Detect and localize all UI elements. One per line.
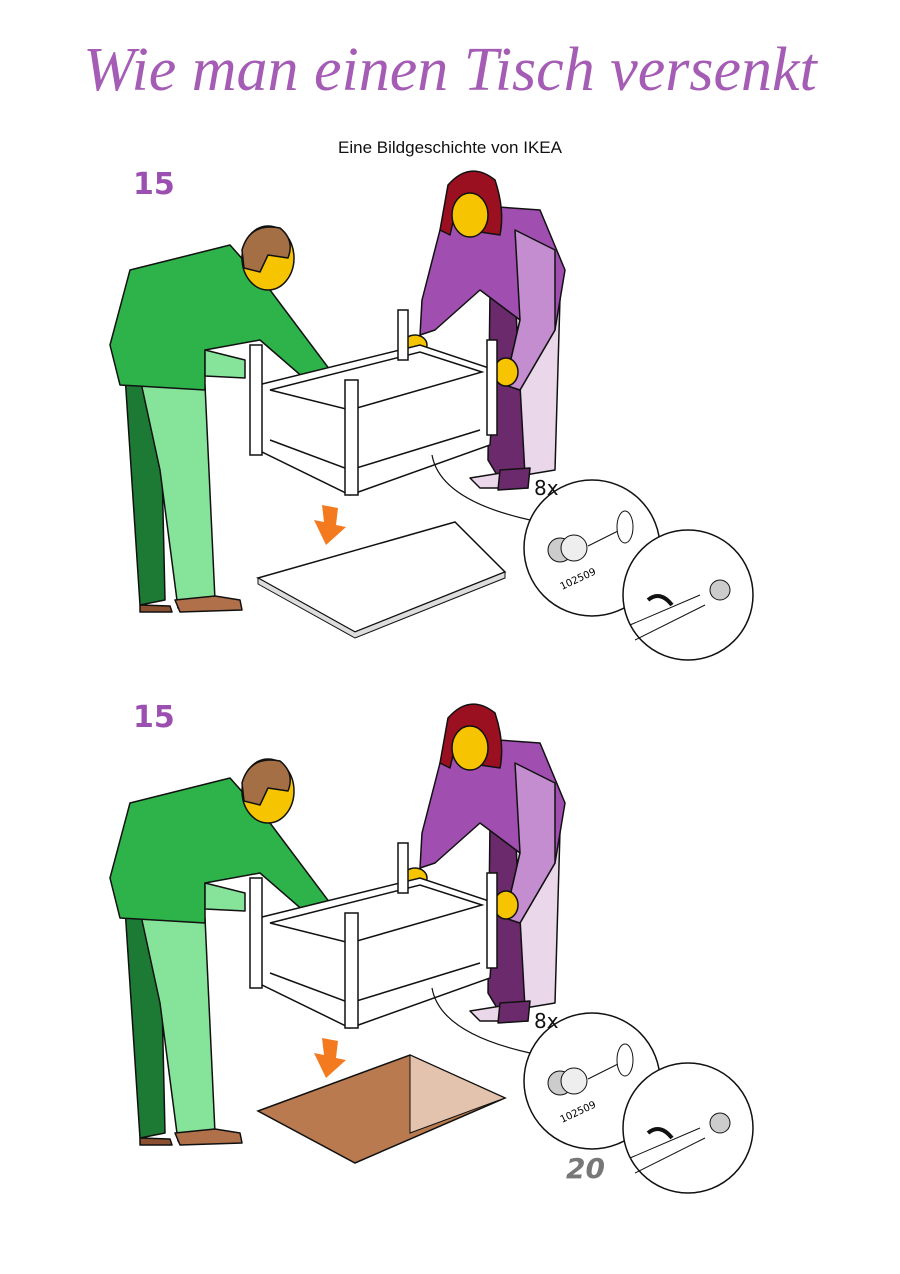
table-frame (249, 309, 498, 496)
page-title: Wie man einen Tisch versenkt (83, 36, 817, 104)
screwdriver-detail (622, 1062, 754, 1194)
man-figure (109, 758, 365, 1146)
floor-hole (256, 1054, 507, 1164)
man-figure (109, 225, 365, 613)
quantity-label-1: 8x (534, 476, 559, 500)
panel-1: 102509 (109, 170, 754, 661)
panel-2: 102509 (109, 703, 754, 1194)
table-frame (249, 842, 498, 1029)
quantity-label-2: 8x (534, 1009, 559, 1033)
callout-line (431, 987, 531, 1054)
table-top-board (256, 521, 507, 639)
woman-figure (402, 170, 566, 491)
step-number-1: 15 (133, 167, 175, 202)
down-arrow-icon (314, 1038, 346, 1078)
screwdriver-detail (622, 529, 754, 661)
down-arrow-icon (314, 505, 346, 545)
callout-line (431, 454, 531, 521)
step-number-2: 15 (133, 700, 175, 735)
page-subtitle: Eine Bildgeschichte von IKEA (338, 138, 562, 157)
page-number: 20 (566, 1152, 605, 1185)
